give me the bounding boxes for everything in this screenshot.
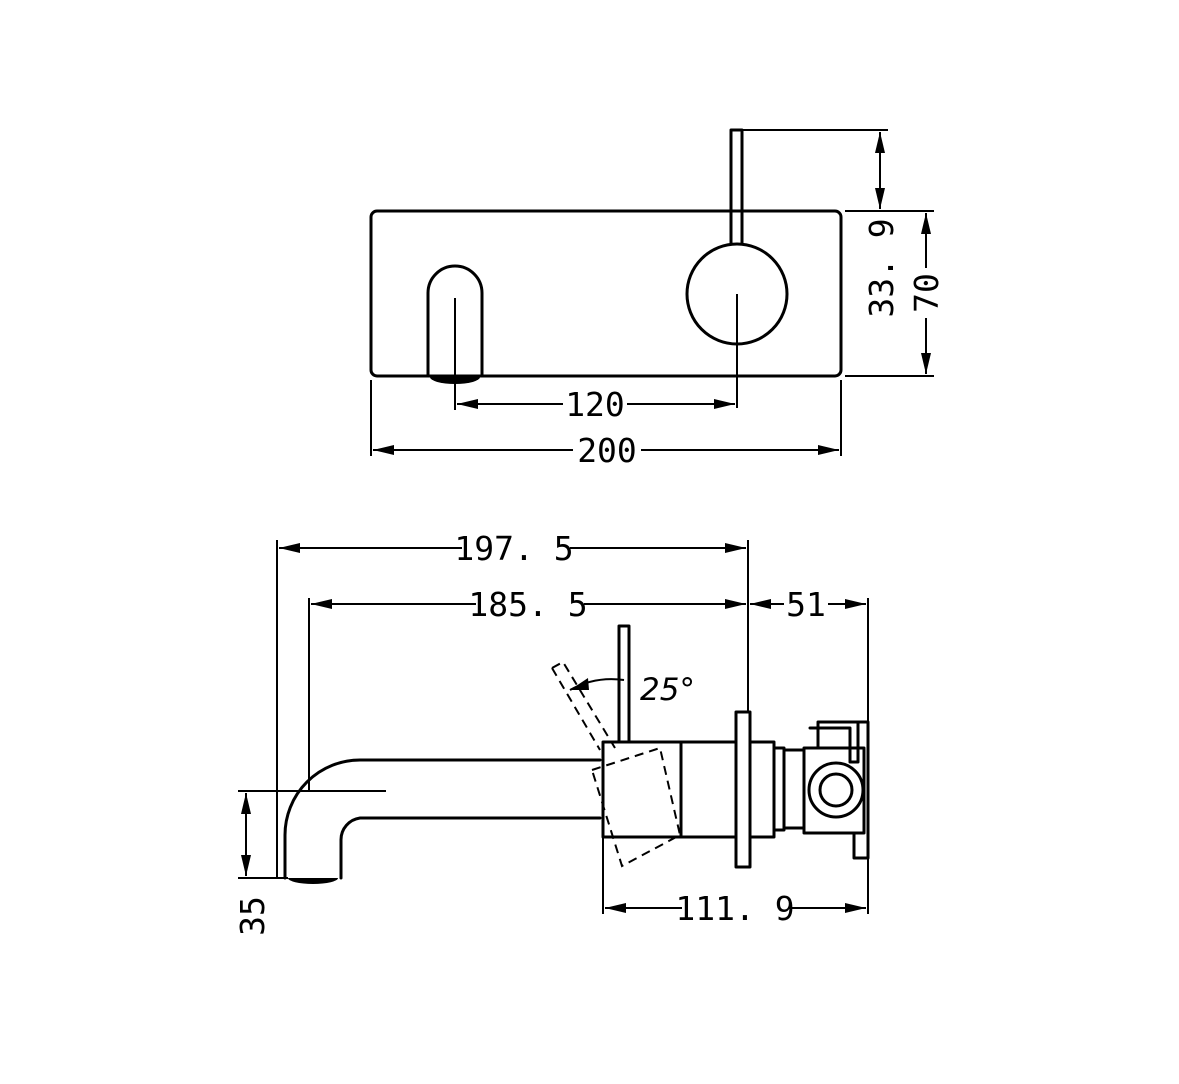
dim-spout-height: 35: [233, 790, 300, 936]
dim-label-185-5: 185. 5: [468, 585, 587, 624]
dim-label-120: 120: [565, 385, 625, 424]
dim-label-200: 200: [577, 431, 637, 470]
connector-ring: [748, 740, 776, 839]
valve-inlet-inner: [818, 772, 854, 808]
spout-outlet: [426, 264, 484, 378]
dim-spout-to-handle: 120: [454, 376, 735, 424]
angle-label-25: 25°: [640, 672, 695, 708]
valve-inlet-outer: [807, 761, 865, 819]
wall-plate: [369, 209, 843, 378]
cartridge-body: [679, 740, 738, 839]
dim-label-197-5: 197. 5: [454, 529, 573, 568]
dim-label-51: 51: [786, 585, 826, 624]
dim-plate-width: 200: [370, 380, 842, 470]
dim-total-length: 197. 5: [276, 529, 749, 878]
dim-wall-depth: 51: [750, 585, 869, 722]
spout-outlet-tip: [288, 878, 338, 884]
lever-tilted: [551, 660, 682, 868]
dim-label-70: 70: [907, 273, 946, 313]
front-view: 120 200 33. 9: [369, 128, 946, 470]
dim-label-35: 35: [233, 896, 272, 936]
side-view: 25° 197. 5: [233, 529, 870, 936]
lever-pin: [729, 128, 744, 246]
dim-label-111-9: 111. 9: [675, 889, 794, 928]
dim-label-33-9: 33. 9: [862, 218, 901, 317]
dim-spout-reach: 185. 5: [308, 585, 746, 791]
wall-plate-side: [734, 710, 752, 869]
dim-plate-height: 70: [845, 210, 946, 377]
dim-lever-above-plate: 33. 9: [742, 129, 901, 318]
spout-body-inner: [339, 816, 602, 880]
spout-body: [283, 758, 602, 880]
lever-upright: [617, 624, 631, 744]
valve-housing: [782, 720, 870, 860]
dim-body-depth: 111. 9: [602, 837, 869, 928]
